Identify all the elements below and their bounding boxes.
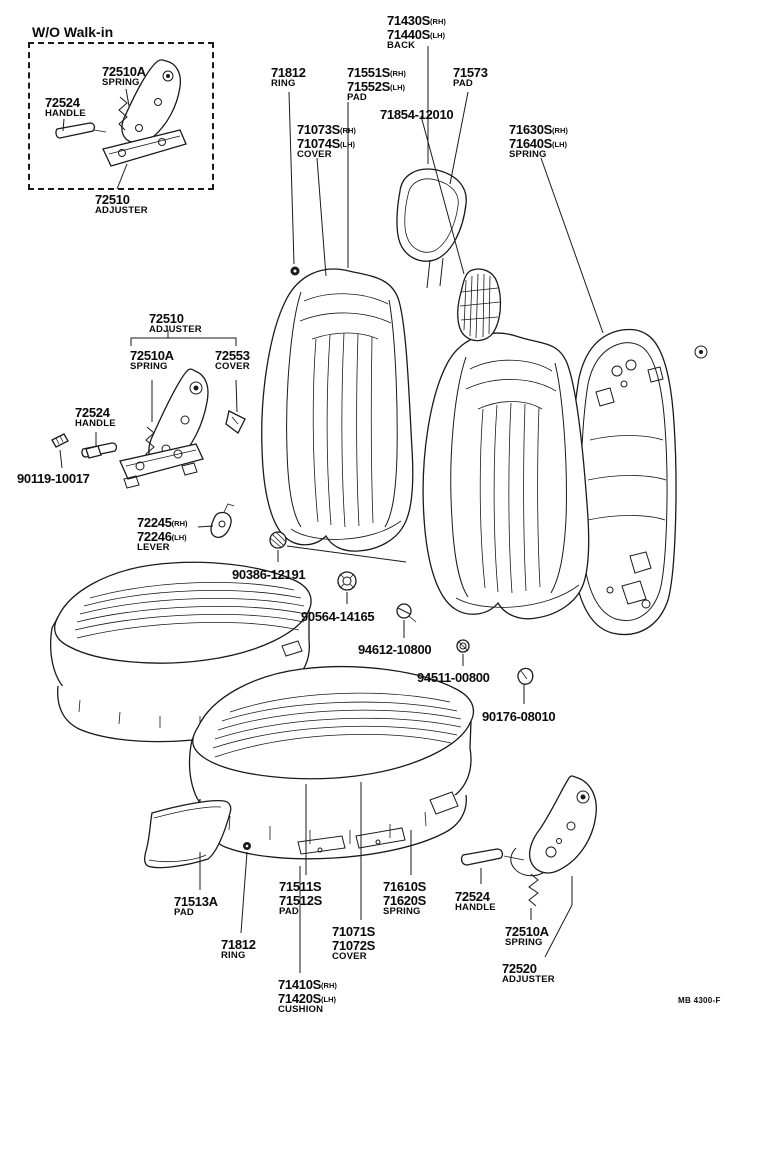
label-bolt-90386: 90386-12191 xyxy=(232,567,306,582)
cover-mid-illustration xyxy=(225,410,246,434)
label-handle-mid: 72524 HANDLE xyxy=(75,405,116,430)
label-headrest-support: 71854-12010 xyxy=(380,107,454,122)
label-ring-top: 71812 RING xyxy=(271,65,306,90)
label-bolt-90119: 90119-10017 xyxy=(17,471,90,486)
headrest-support-illustration xyxy=(457,268,502,342)
label-adjuster-mid: 72510 ADJUSTER xyxy=(149,311,202,336)
label-back: 71430S(RH) 71440S(LH) BACK xyxy=(387,13,446,52)
nut-94511-illustration xyxy=(456,639,470,653)
label-spring-mid: 72510A SPRING xyxy=(130,348,174,373)
label-back-pad: 71551S(RH) 71552S(LH) PAD xyxy=(347,65,406,104)
seat-back-left-illustration xyxy=(261,268,414,552)
handle-bottom-illustration xyxy=(460,848,504,866)
seat-cushion-center-illustration xyxy=(188,665,475,860)
adjuster-bottom-illustration xyxy=(503,775,597,907)
label-lever: 72245(RH) 72246(LH) LEVER xyxy=(137,515,188,554)
label-cushion: 71410S(RH) 71420S(LH) CUSHION xyxy=(278,977,337,1016)
label-handle-bottom: 72524 HANDLE xyxy=(455,889,496,914)
lever-72245-illustration xyxy=(210,503,235,538)
bolt-90386-illustration xyxy=(269,531,287,549)
ring-top-icon xyxy=(290,266,300,276)
seat-back-frame-illustration xyxy=(569,328,677,636)
label-spring-bottom: 72510A SPRING xyxy=(505,924,549,949)
screw-icon xyxy=(694,345,708,359)
label-pad-71513a: 71513A PAD xyxy=(174,894,218,919)
label-washer-90564: 90564-14165 xyxy=(301,609,375,624)
adjuster-mid-illustration xyxy=(119,368,209,489)
ring-bottom-icon xyxy=(243,842,251,850)
label-cover-mid: 72553 COVER xyxy=(215,348,250,373)
label-adjuster-bottom: 72520 ADJUSTER xyxy=(502,961,555,986)
inset-adjuster-illustration xyxy=(55,59,187,167)
label-cushion-pad: 71511S 71512S PAD xyxy=(279,879,323,918)
washer-90564-illustration xyxy=(337,571,357,591)
label-headrest-pad: 71573 PAD xyxy=(453,65,488,90)
label-ring-bottom: 71812 RING xyxy=(221,937,256,962)
screw-94612-illustration xyxy=(396,603,417,623)
leader-lines xyxy=(59,46,604,973)
label-screw-94612: 94612-10800 xyxy=(358,642,432,657)
clip-90176-illustration xyxy=(517,667,534,685)
label-inset-spring: 72510A SPRING xyxy=(102,64,146,89)
bolt-90119-illustration xyxy=(51,433,102,459)
label-inset-adjuster: 72510 ADJUSTER xyxy=(95,192,148,217)
label-clip-90176: 90176-08010 xyxy=(482,709,556,724)
figure-code: MB 4300-F xyxy=(678,996,721,1005)
label-nut-94511: 94511-00800 xyxy=(417,670,490,685)
inset-title: W/O Walk-in xyxy=(32,24,114,40)
pad-illustration xyxy=(144,799,232,869)
label-cushion-spring: 71610S 71620S SPRING xyxy=(383,879,427,918)
label-back-cover: 71073S(RH) 71074S(LH) COVER xyxy=(297,122,356,161)
label-back-spring: 71630S(RH) 71640S(LH) SPRING xyxy=(509,122,568,161)
headrest-illustration xyxy=(396,168,467,289)
walk-in-inset-box xyxy=(28,42,214,190)
seat-back-right-illustration xyxy=(422,332,590,620)
label-cushion-cover: 71071S 71072S COVER xyxy=(332,924,376,963)
label-inset-handle: 72524 HANDLE xyxy=(45,95,86,120)
